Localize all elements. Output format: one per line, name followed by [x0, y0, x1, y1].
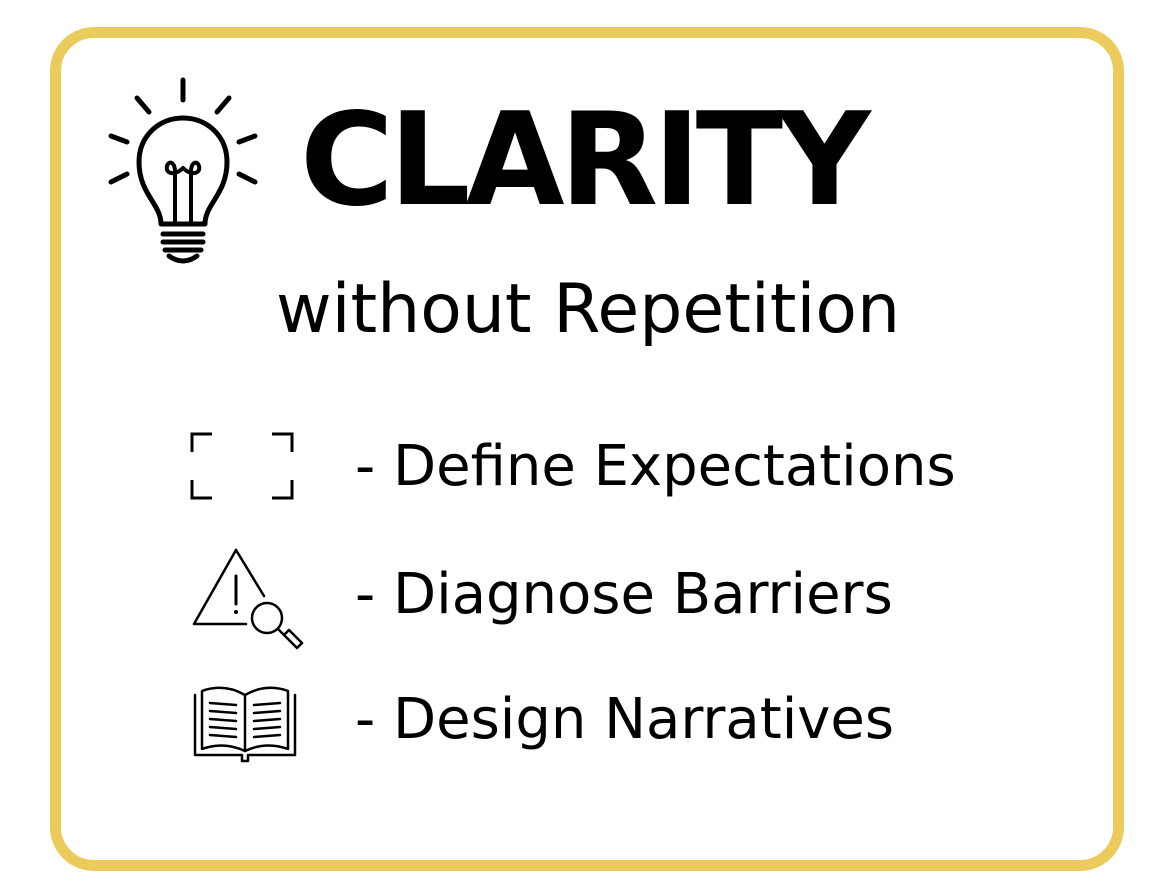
focus-frame-icon	[190, 432, 294, 500]
list-item-design-narratives: - Design Narratives	[180, 665, 1060, 775]
page-subtitle: without Repetition	[275, 270, 901, 349]
lightbulb-icon	[108, 77, 258, 264]
open-book-icon	[193, 686, 297, 763]
warning-magnifier-icon	[192, 548, 304, 650]
list-item-define-expectations: - Define Expectations	[180, 412, 1060, 522]
list-item-label: - Diagnose Barriers	[355, 562, 893, 627]
list-item-diagnose-barriers: - Diagnose Barriers	[180, 540, 1060, 650]
list-item-label: - Define Expectations	[355, 434, 956, 499]
list-item-label: - Design Narratives	[355, 687, 895, 752]
page-title: CLARITY	[300, 86, 871, 235]
